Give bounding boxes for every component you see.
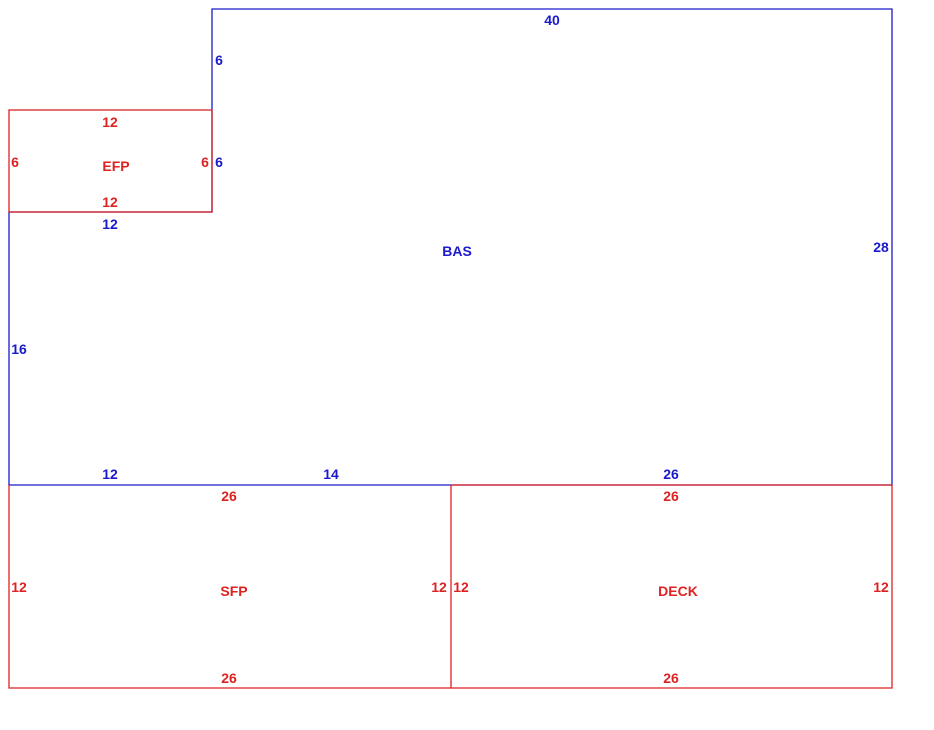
bas-dim-bottom-right: 26	[663, 466, 679, 482]
efp-area-name: EFP	[102, 158, 129, 174]
sfp-area-name: SFP	[220, 583, 247, 599]
bas-dim-step-upper: 6	[215, 52, 223, 68]
deck-dim-bottom: 26	[663, 670, 679, 686]
efp-dim-right: 6	[201, 154, 209, 170]
bas-dim-step-lower: 6	[215, 154, 223, 170]
sfp-dim-bottom: 26	[221, 670, 237, 686]
sfp-outline	[8, 485, 452, 689]
bas-dim-bottom-mid: 14	[323, 466, 339, 482]
sfp-dim-left: 12	[11, 579, 27, 595]
deck-area-name: DECK	[658, 583, 698, 599]
bas-dim-top: 40	[544, 12, 560, 28]
efp-dim-top: 12	[102, 114, 118, 130]
bas-dim-bottom-left: 12	[102, 466, 118, 482]
deck-dim-right: 12	[873, 579, 889, 595]
bas-dim-left: 16	[11, 341, 27, 357]
sfp-labels: 26 12 12 26 SFP	[11, 488, 447, 686]
bas-area-name: BAS	[442, 243, 472, 259]
deck-dim-top: 26	[663, 488, 679, 504]
sfp-dim-top: 26	[221, 488, 237, 504]
efp-dim-left: 6	[11, 154, 19, 170]
bas-dim-right: 28	[873, 239, 889, 255]
efp-labels: 12 6 6 12 EFP	[11, 114, 209, 210]
deck-outline	[451, 484, 893, 689]
sfp-dim-right: 12	[431, 579, 447, 595]
bas-labels: 40 6 6 12 28 16 12 14 26 BAS	[11, 12, 889, 482]
efp-dim-bottom: 12	[102, 194, 118, 210]
deck-labels: 26 12 12 26 DECK	[453, 488, 889, 686]
efp-outline	[8, 109, 213, 213]
bas-dim-step-top: 12	[102, 216, 118, 232]
deck-dim-left: 12	[453, 579, 469, 595]
